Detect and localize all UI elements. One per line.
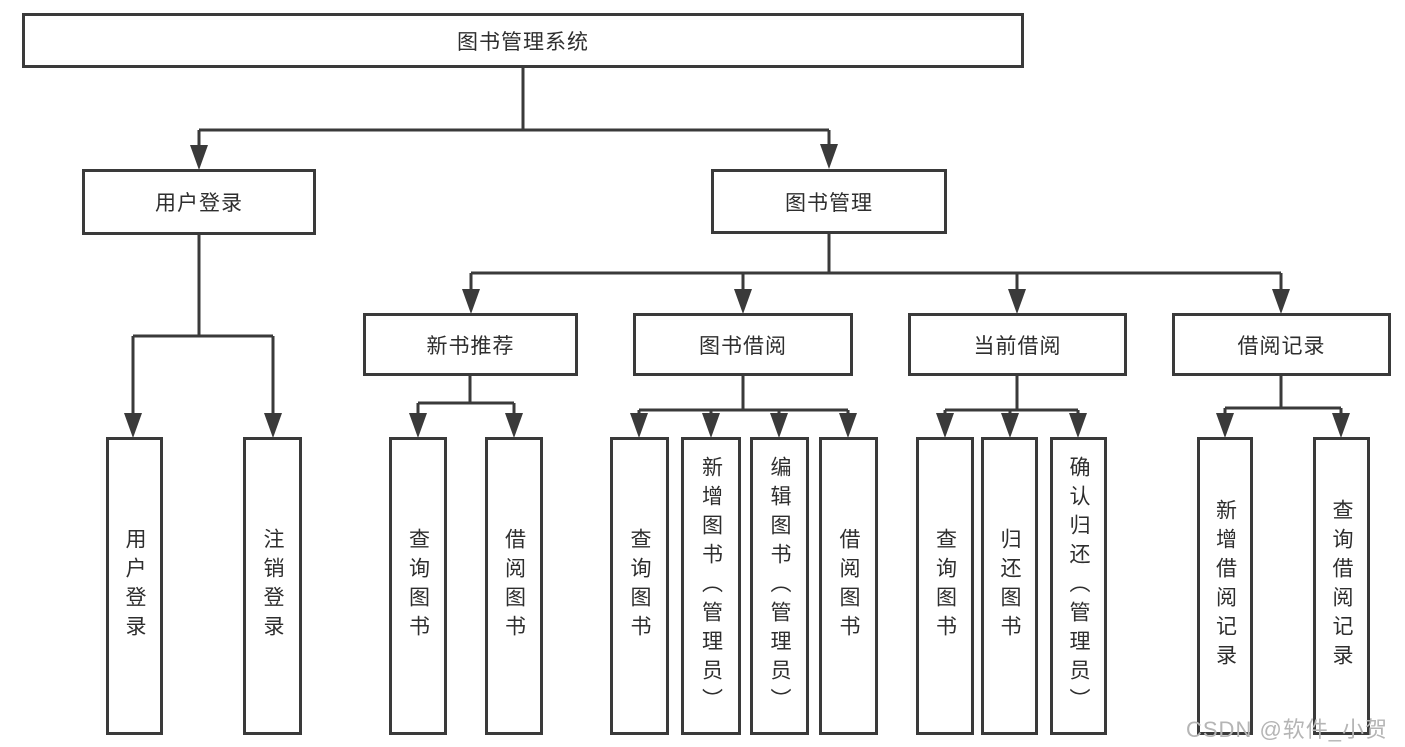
node-new-book-recommend-label: 新书推荐 — [426, 334, 515, 358]
leaf-borrow-books-label: 借阅图书 — [837, 528, 860, 644]
node-user-login: 用户登录 — [82, 169, 316, 235]
node-new-book-recommend: 新书推荐 — [363, 313, 578, 376]
leaf-query-books-recommend: 查询图书 — [389, 437, 447, 735]
node-book-management: 图书管理 — [711, 169, 947, 234]
leaf-query-books-current-label: 查询图书 — [933, 528, 957, 644]
node-book-borrow: 图书借阅 — [633, 313, 853, 376]
leaf-add-borrow-record: 新增借阅记录 — [1197, 437, 1253, 735]
leaf-query-books-borrow: 查询图书 — [610, 437, 669, 735]
leaf-query-books-borrow-label: 查询图书 — [628, 528, 651, 644]
leaf-query-borrow-record-label: 查询借阅记录 — [1330, 499, 1353, 673]
leaf-confirm-return-admin: 确认归还（管理员） — [1050, 437, 1107, 735]
node-root: 图书管理系统 — [22, 13, 1024, 68]
leaf-user-login: 用户登录 — [106, 437, 163, 735]
leaf-logout-label: 注销登录 — [261, 528, 284, 644]
node-borrow-records: 借阅记录 — [1172, 313, 1391, 376]
node-borrow-records-label: 借阅记录 — [1237, 334, 1326, 358]
leaf-edit-books-admin: 编辑图书（管理员） — [750, 437, 809, 735]
leaf-query-books-current: 查询图书 — [916, 437, 974, 735]
node-book-borrow-label: 图书借阅 — [699, 334, 787, 358]
leaf-add-books-admin-label: 新增图书（管理员） — [699, 455, 723, 717]
node-root-label: 图书管理系统 — [457, 30, 589, 54]
leaf-query-books-recommend-label: 查询图书 — [406, 528, 430, 644]
node-current-borrow-label: 当前借阅 — [973, 334, 1062, 358]
node-book-management-label: 图书管理 — [785, 191, 873, 215]
leaf-user-login-label: 用户登录 — [123, 528, 146, 644]
leaf-borrow-books-recommend-label: 借阅图书 — [502, 528, 526, 644]
leaf-edit-books-admin-label: 编辑图书（管理员） — [768, 455, 791, 717]
leaf-return-books-label: 归还图书 — [998, 528, 1021, 644]
node-current-borrow: 当前借阅 — [908, 313, 1127, 376]
leaf-query-borrow-record: 查询借阅记录 — [1313, 437, 1370, 735]
node-user-login-label: 用户登录 — [155, 192, 243, 215]
leaf-return-books: 归还图书 — [981, 437, 1038, 735]
csdn-watermark: CSDN @软件_小贺同学 — [1186, 717, 1389, 742]
leaf-borrow-books: 借阅图书 — [819, 437, 878, 735]
leaf-borrow-books-recommend: 借阅图书 — [485, 437, 543, 735]
leaf-confirm-return-admin-label: 确认归还（管理员） — [1067, 455, 1090, 717]
leaf-add-books-admin: 新增图书（管理员） — [681, 437, 741, 735]
leaf-logout: 注销登录 — [243, 437, 302, 735]
leaf-add-borrow-record-label: 新增借阅记录 — [1213, 499, 1237, 673]
